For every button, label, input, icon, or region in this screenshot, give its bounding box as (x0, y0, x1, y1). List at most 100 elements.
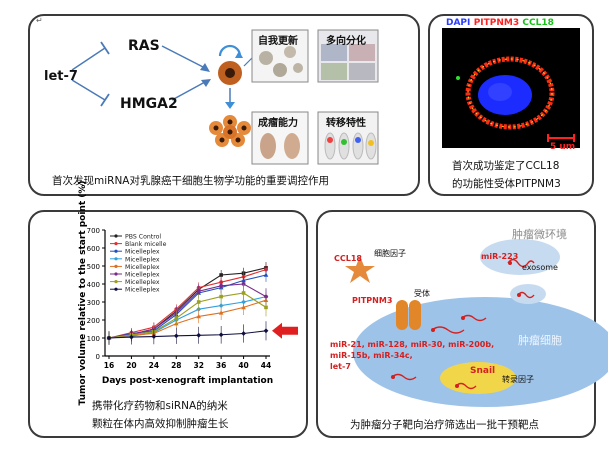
panel2-caption-line2: 的功能性受体PITPNM3 (452, 178, 561, 190)
exosome-label: exosome (522, 263, 558, 272)
receptor-left (396, 300, 408, 330)
y-tick-label: 200 (87, 317, 100, 325)
hmga2-label: HMGA2 (120, 96, 178, 112)
legend-marker (114, 280, 118, 284)
data-point (196, 313, 202, 319)
microenv-label: 肿瘤微环境 (512, 228, 567, 241)
data-point (173, 333, 179, 339)
series-line (108, 299, 267, 339)
pitpnm3-title: PITPNM3 (473, 18, 520, 28)
corner-mark: ↵ (36, 16, 43, 25)
series-line (108, 296, 267, 339)
receptor-right (409, 300, 421, 330)
exosome-small (510, 284, 546, 304)
legend-marker (114, 257, 118, 261)
ccl18-star (345, 256, 375, 283)
panel1-caption: 首次发现miRNA对乳腺癌干细胞生物学功能的重要调控作用 (52, 175, 329, 187)
data-point (218, 310, 224, 315)
confocal-title: DAPI/PITPNM3/CCL18 (446, 18, 554, 28)
cell-cluster (209, 115, 251, 147)
y-tick-label: 300 (87, 299, 100, 307)
series-line (108, 283, 267, 339)
data-point (263, 328, 269, 334)
tumorigenic-label: 成瘤能力 (258, 118, 298, 129)
series-line (108, 269, 267, 339)
tumor-cell-label: 肿瘤细胞 (518, 334, 562, 347)
title-sep: / (519, 18, 523, 28)
data-point (264, 305, 268, 310)
data-point (151, 334, 157, 339)
receptor-label: 受体 (414, 289, 430, 298)
data-point (129, 334, 134, 340)
data-point (263, 272, 269, 277)
x-tick-label: 28 (171, 361, 181, 370)
ras-label: RAS (128, 38, 160, 54)
y-tick-label: 0 (96, 353, 100, 361)
data-point (241, 291, 246, 295)
title-sep: / (470, 18, 474, 28)
legend-label: Micelleplex (125, 272, 160, 279)
data-point (219, 294, 223, 299)
legend-marker (114, 249, 118, 253)
panel4-caption: 为肿瘤分子靶向治疗筛选出一批干预靶点 (350, 419, 539, 431)
data-point (196, 332, 202, 338)
y-tick-label: 700 (87, 227, 100, 235)
series-line (108, 292, 267, 339)
y-tick-label: 500 (87, 263, 100, 271)
panel3-caption-line1: 携带化疗药物和siRNA的纳米 (92, 400, 228, 412)
data-point (218, 332, 224, 338)
x-tick-label: 40 (238, 361, 248, 370)
data-point (196, 300, 201, 304)
pitpnm3-label: PITPNM3 (352, 296, 393, 305)
x-axis-label: Days post-xenograft implantation (102, 376, 273, 386)
let7-label: let-7 (44, 69, 78, 84)
exosome-large (480, 239, 560, 275)
x-tick-label: 24 (149, 361, 159, 370)
cytokine-label: 细胞因子 (374, 249, 406, 258)
panel-tumor-growth (28, 210, 308, 438)
data-point (106, 335, 112, 341)
ccl18-title: CCL18 (522, 18, 554, 28)
self-renewal-label: 自我更新 (258, 36, 298, 47)
y-tick-label: 400 (87, 281, 100, 289)
mir223-label: miR-223 (481, 252, 519, 261)
data-point (219, 273, 223, 277)
legend-label: Micelleplex (125, 249, 160, 256)
legend-marker (114, 287, 118, 291)
y-tick-label: 100 (87, 335, 100, 343)
data-point (174, 316, 179, 320)
data-point (241, 282, 246, 286)
legend-marker (114, 242, 118, 246)
mir-list-line3: let-7 (330, 362, 351, 371)
series-line (108, 330, 267, 339)
x-tick-label: 32 (193, 361, 203, 370)
dapi-label: DAPI (446, 18, 471, 28)
legend-label: Blank micelle (125, 241, 167, 248)
data-point (241, 331, 246, 336)
panel2-caption-line1: 首次成功鉴定了CCL18 (452, 160, 560, 172)
data-point (241, 304, 246, 310)
x-tick-label: 36 (216, 361, 226, 370)
mir-list-line1: miR-21, miR-128, miR-30, miR-200b, (330, 340, 495, 349)
x-tick-label: 20 (126, 361, 136, 370)
legend-label: Micelleplex (125, 279, 160, 286)
legend-label: Micelleplex (125, 287, 160, 294)
legend-label: PBS Control (125, 234, 161, 241)
snail-label: Snail (470, 366, 496, 376)
metastasis-label: 转移特性 (326, 118, 366, 129)
panel3-caption-line2: 颗粒在体内高效抑制肿瘤生长 (92, 418, 229, 430)
multi-diff-label: 多向分化 (326, 36, 366, 47)
legend-label: Micelleplex (125, 256, 160, 263)
red-arrow (272, 322, 298, 339)
data-point (196, 289, 201, 294)
y-axis-label: Tumor volume relative to the start point… (78, 180, 88, 405)
x-tick-label: 44 (261, 361, 271, 370)
tf-label: 转录因子 (502, 375, 534, 384)
x-tick-label: 16 (104, 361, 114, 370)
legend-marker (114, 264, 118, 268)
legend-marker (114, 272, 118, 276)
